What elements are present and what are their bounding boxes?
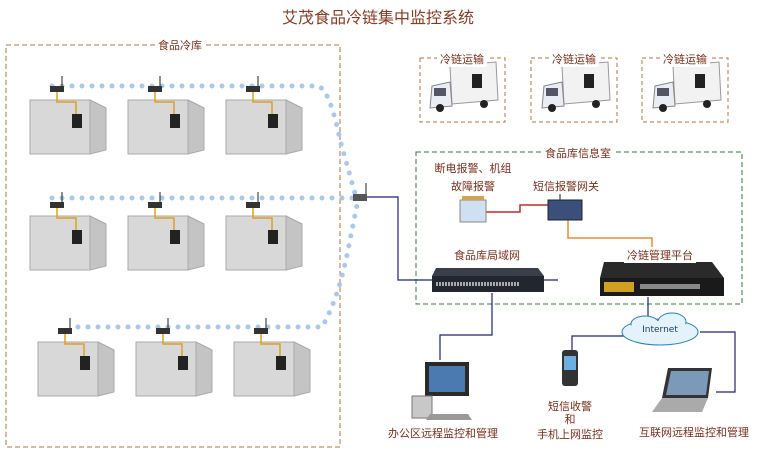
- office-label: 办公区远程监控和管理: [385, 425, 501, 441]
- containers: [29, 76, 311, 397]
- mobile-label-3: 手机上网监控: [534, 426, 606, 442]
- mobile-label-2: 和: [561, 411, 579, 427]
- truck-label-2: 冷链运输: [549, 51, 599, 67]
- gateway-label: 短信报警网关: [530, 178, 602, 194]
- truck-label-3: 冷链运输: [660, 51, 710, 67]
- cold-container-icon: [135, 318, 213, 397]
- page-title: 艾茂食品冷链集中监控系统: [281, 8, 475, 27]
- cold-container-icon: [127, 76, 205, 155]
- sms-gateway-icon: [547, 192, 583, 221]
- trucks: [429, 61, 722, 112]
- truck-icon: [652, 61, 722, 112]
- cold-storage-label: 食品冷库: [155, 37, 205, 53]
- laptop-icon: [652, 368, 712, 412]
- router-icon: [353, 183, 367, 201]
- mobile-phone-icon: [562, 350, 578, 386]
- cold-container-icon: [225, 192, 303, 271]
- cold-container-icon: [225, 76, 303, 155]
- internet-label: Internet: [642, 325, 678, 335]
- cold-container-icon: [233, 318, 311, 397]
- alarm-label-2: 故障报警: [448, 178, 498, 194]
- cold-container-icon: [29, 76, 107, 155]
- platform-server-icon: [600, 262, 724, 296]
- lan-label: 食品库局域网: [451, 247, 523, 263]
- cold-container-icon: [37, 318, 115, 397]
- cold-container-icon: [29, 192, 107, 271]
- office-pc-icon: [411, 362, 472, 420]
- lan-switch-icon: [432, 268, 544, 292]
- alarm-wire: [485, 204, 548, 213]
- cold-container-icon: [127, 192, 205, 271]
- wireless-links: [49, 83, 361, 330]
- alarm-label-1: 断电报警、机组: [431, 160, 515, 176]
- truck-icon: [541, 61, 611, 112]
- info-room-label: 食品库信息室: [542, 145, 614, 161]
- alarm-device-icon: [459, 196, 487, 223]
- truck-icon: [429, 61, 499, 112]
- wired-links: [362, 196, 736, 393]
- remote-label: 互联网远程监控和管理: [636, 424, 752, 440]
- internet-cloud-icon: [621, 312, 699, 346]
- platform-label: 冷链管理平台: [624, 247, 696, 263]
- mobile-label-1: 短信收警: [545, 398, 595, 414]
- truck-label-1: 冷链运输: [437, 51, 487, 67]
